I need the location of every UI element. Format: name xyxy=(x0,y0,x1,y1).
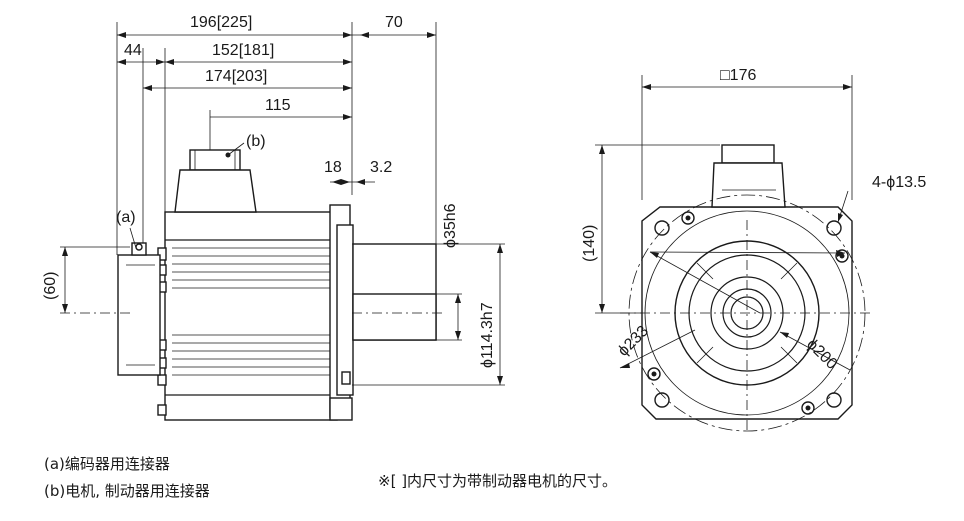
dim-3-2: 3.2 xyxy=(370,159,392,176)
dim-line-18 xyxy=(330,179,375,185)
note-b: (b)电机, 制动器用连接器 xyxy=(44,482,210,500)
dim-line-152 xyxy=(165,59,352,65)
dim-line-total xyxy=(117,32,436,38)
dim-shaft-diameter: ϕ35h6 xyxy=(442,203,459,248)
body-fins xyxy=(172,247,330,376)
dim-line-174 xyxy=(143,85,352,91)
connector-b xyxy=(174,142,257,213)
dim-115: 115 xyxy=(265,97,291,114)
dim-140: (140) xyxy=(581,225,598,262)
front-view: □176 (140) 4-ϕ13.5 ϕ233 ϕ200 xyxy=(581,67,926,432)
note-remark: ※[ ]内尺寸为带制动器电机的尺寸。 xyxy=(378,472,617,490)
dim-flange-square: □176 xyxy=(720,67,756,84)
dim-holes: 4-ϕ13.5 xyxy=(872,174,926,191)
connector-b-label: (b) xyxy=(246,133,266,150)
notes: (a)编码器用连接器 (b)电机, 制动器用连接器 ※[ ]内尺寸为带制动器电机… xyxy=(44,455,617,500)
dim-18: 18 xyxy=(324,159,342,176)
dim-60: (60) xyxy=(42,272,59,300)
dim-44: 44 xyxy=(124,42,142,59)
mounting-holes xyxy=(647,211,849,415)
dim-line-115 xyxy=(210,114,352,120)
connector-a-label: (a) xyxy=(116,209,136,226)
dim-pilot-diameter: ϕ114.3h7 xyxy=(479,302,496,368)
dim-174: 174[203] xyxy=(205,68,267,85)
note-a: (a)编码器用连接器 xyxy=(44,455,170,473)
dim-shaft-length: 70 xyxy=(385,14,403,31)
dim-line-44 xyxy=(117,59,165,65)
side-view: 196[225] 70 44 152[181] 174[203] 115 18 … xyxy=(42,14,505,421)
dim-total-length: 196[225] xyxy=(190,14,252,31)
dim-152: 152[181] xyxy=(212,42,274,59)
